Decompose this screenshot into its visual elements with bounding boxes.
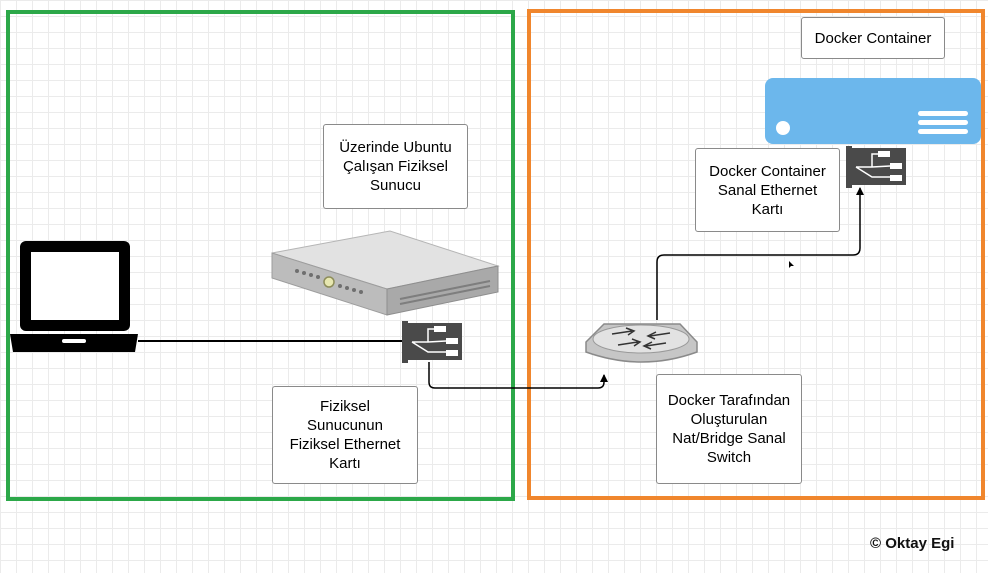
laptop-icon[interactable] (10, 241, 138, 352)
container-nic-label: Docker Container Sanal Ethernet Kartı (695, 148, 840, 232)
switch-icon[interactable] (585, 323, 698, 363)
switch-to-container-connector (656, 187, 864, 320)
container-icon[interactable] (765, 78, 981, 144)
ubuntu-server-label: Üzerinde Ubuntu Çalışan Fiziksel Sunucu (323, 124, 468, 209)
host-frame (6, 10, 515, 501)
physical-nic-label: Fiziksel Sunucunun Fiziksel Ethernet Kar… (272, 386, 418, 484)
switch-label: Docker Tarafından Oluşturulan Nat/Bridge… (656, 374, 802, 484)
docker-frame (527, 9, 985, 500)
server-icon[interactable] (271, 230, 500, 316)
copyright-text: © Oktay Egi (870, 535, 955, 552)
physical-network-card-icon[interactable] (402, 321, 462, 363)
container-network-card-icon[interactable] (846, 146, 906, 188)
docker-container-label: Docker Container (801, 17, 945, 59)
nic-to-switch-connector (428, 362, 608, 389)
mouse-cursor-icon (789, 261, 794, 268)
